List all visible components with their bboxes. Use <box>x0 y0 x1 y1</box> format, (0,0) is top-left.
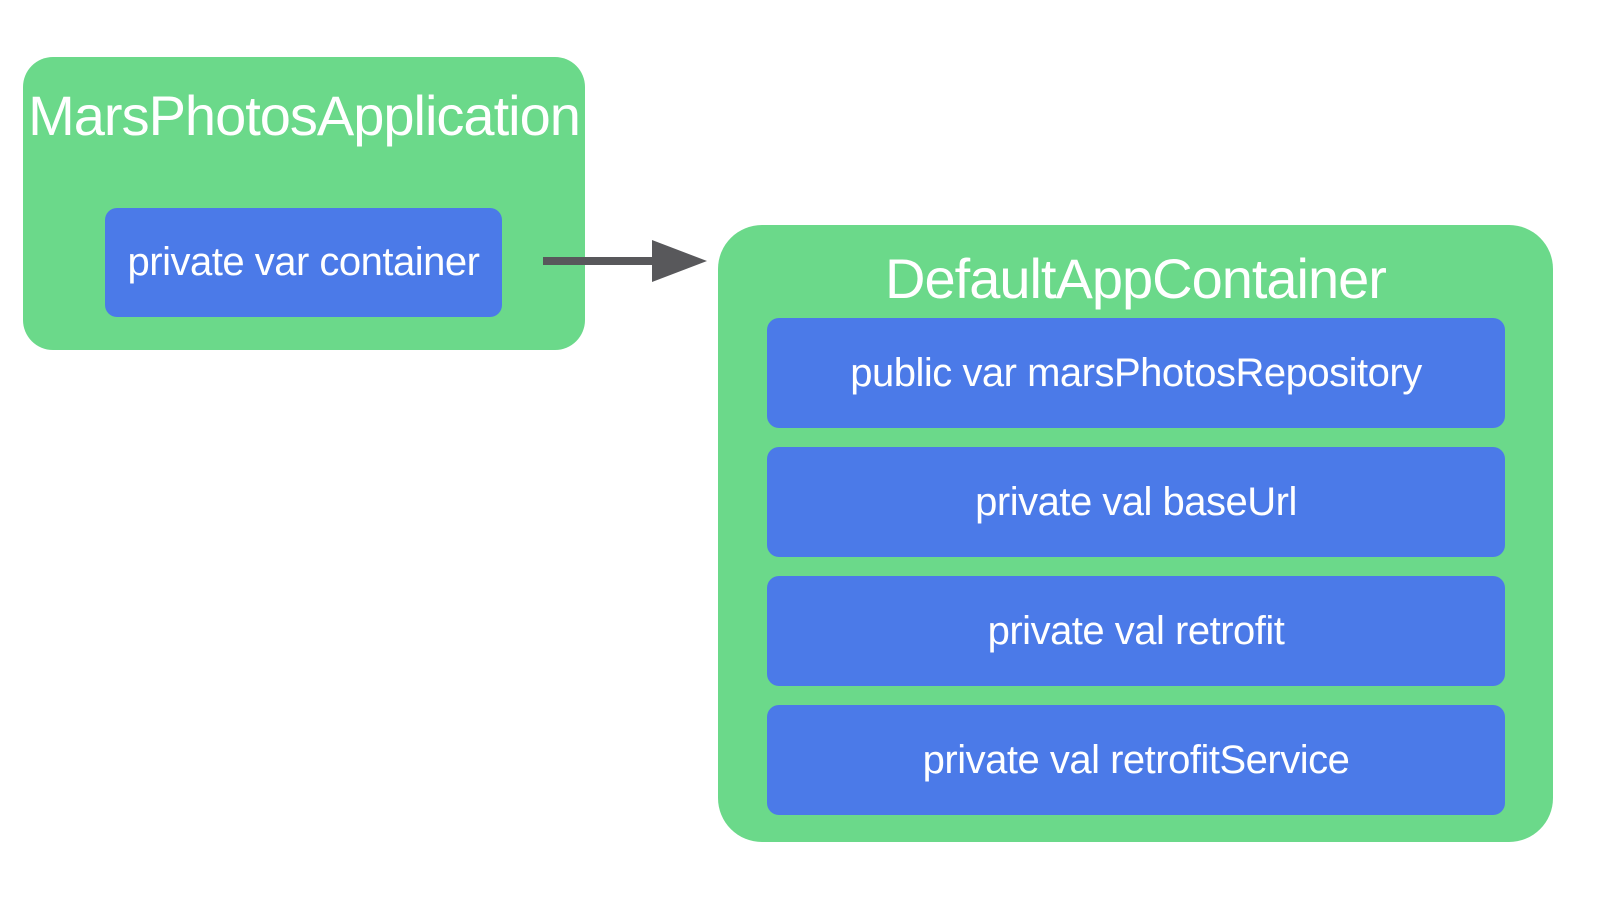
member-public-var-mars-photos-repository: public var marsPhotosRepository <box>767 318 1505 428</box>
member-private-var-container: private var container <box>105 208 502 317</box>
arrow-head-icon <box>652 240 707 282</box>
member-private-val-retrofit-service: private val retrofitService <box>767 705 1505 815</box>
member-private-val-retrofit: private val retrofit <box>767 576 1505 686</box>
class-title-default-app-container: DefaultAppContainer <box>885 247 1387 310</box>
member-private-val-base-url: private val baseUrl <box>767 447 1505 557</box>
class-title-mars-photos-application: MarsPhotosApplication <box>28 84 581 147</box>
class-box-default-app-container: DefaultAppContainer public var marsPhoto… <box>718 225 1553 842</box>
class-box-mars-photos-application: MarsPhotosApplication private var contai… <box>23 57 585 350</box>
